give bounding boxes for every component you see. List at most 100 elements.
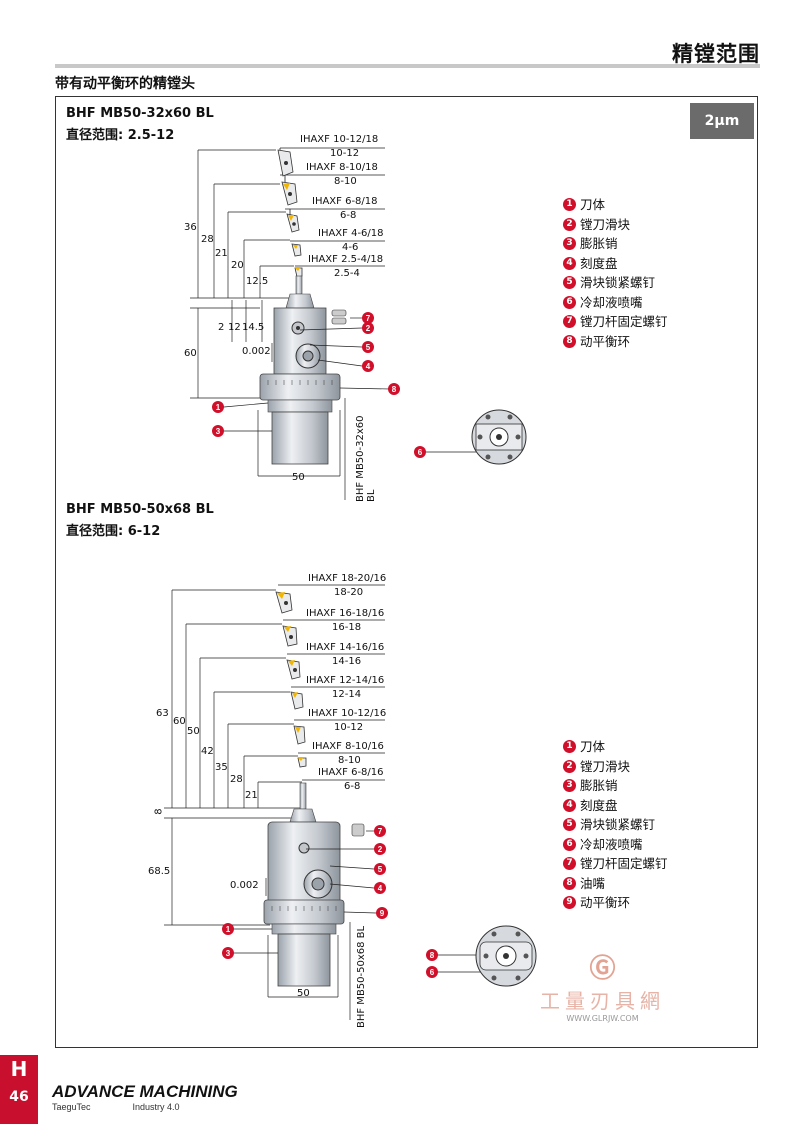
svg-text:5: 5 — [378, 865, 383, 874]
legend-number: 2 — [563, 217, 576, 231]
insert-code: IHAXF 2.5-4/18 — [308, 254, 384, 265]
dim-label: 60 — [184, 348, 197, 359]
tool2-vertical-label: BHF MB50-50x68 BL — [356, 925, 367, 1028]
watermark-url: WWW.GLRJW.COM — [566, 1014, 639, 1023]
legend-text: 滑块锁紧螺钉 — [580, 275, 656, 290]
svg-text:6: 6 — [418, 448, 423, 457]
dim-label: 50 — [292, 472, 305, 483]
section-title: 带有动平衡环的精镗头 — [55, 76, 195, 92]
legend-text: 油嘴 — [580, 875, 606, 891]
dim-label: 50 — [187, 726, 200, 737]
logo-left: TaeguTec — [52, 1102, 91, 1112]
svg-text:2: 2 — [378, 845, 383, 854]
dim-label: 21 — [245, 790, 258, 801]
dim-label: 0.002 — [230, 880, 259, 891]
precision-badge: 2μm — [690, 103, 754, 139]
dim-label: 36 — [184, 222, 197, 233]
dim-label: 14.5 — [242, 322, 265, 333]
insert-code: IHAXF 10-12/16 — [308, 708, 387, 719]
legend-text: 动平衡环 — [580, 333, 631, 349]
tool2-drawing: 72 54 91 38 6 — [164, 584, 537, 1020]
legend-item: 7 镗刀杆固定螺钉 — [563, 854, 668, 874]
legend-number: 8 — [563, 876, 576, 890]
dim-label: 12.5 — [246, 276, 269, 287]
legend-number: 1 — [563, 198, 576, 212]
legend-text: 镗刀滑块 — [580, 758, 631, 774]
insert-code: IHAXF 4-6/18 — [318, 228, 384, 239]
dim-label: 28 — [201, 234, 214, 245]
insert-range: 4-6 — [342, 242, 359, 253]
legend-text: 镗刀滑块 — [580, 216, 631, 232]
legend-number: 6 — [563, 295, 576, 309]
legend-item: 5 滑块锁紧螺钉 — [563, 273, 668, 293]
page-tab-letter: H — [10, 1057, 28, 1081]
dim-label: 63 — [156, 708, 169, 719]
legend-text: 镗刀杆固定螺钉 — [580, 856, 668, 871]
watermark-logo-icon: Ⓖ — [589, 954, 616, 984]
insert-range: 16-18 — [332, 622, 362, 633]
legend-item: 6 冷却液喷嘴 — [563, 293, 668, 313]
legend-text: 刀体 — [580, 197, 606, 212]
insert-range: 18-20 — [334, 587, 364, 598]
legend-text: 刀体 — [580, 739, 606, 754]
svg-text:1: 1 — [226, 925, 231, 934]
legend-number: 4 — [563, 798, 576, 812]
legend-text: 冷却液喷嘴 — [580, 294, 643, 310]
insert-range: 8-10 — [338, 755, 361, 766]
svg-text:6: 6 — [430, 968, 435, 977]
legend-number: 7 — [563, 857, 576, 871]
legend-number: 8 — [563, 334, 576, 348]
tool1-inserts — [277, 149, 303, 278]
dim-label: 12 — [228, 322, 241, 333]
insert-range: 10-12 — [334, 722, 364, 733]
svg-text:3: 3 — [216, 427, 221, 436]
svg-text:7: 7 — [378, 827, 383, 836]
insert-range: 12-14 — [332, 689, 362, 700]
legend-number: 5 — [563, 276, 576, 290]
svg-text:7: 7 — [366, 314, 371, 323]
legend-text: 滑块锁紧螺钉 — [580, 817, 656, 832]
legend-number: 6 — [563, 837, 576, 851]
legend-text: 镗刀杆固定螺钉 — [580, 314, 668, 329]
insert-range: 10-12 — [330, 148, 360, 159]
legend-number: 3 — [563, 237, 576, 251]
dim-label: 28 — [230, 774, 243, 785]
legend-number: 3 — [563, 779, 576, 793]
insert-code: IHAXF 16-18/16 — [306, 608, 385, 619]
dim-label: 35 — [215, 762, 228, 773]
svg-text:2: 2 — [366, 324, 371, 333]
legend-number: 2 — [563, 759, 576, 773]
legend-item: 1 刀体 — [563, 195, 668, 215]
tool2-model: BHF MB50-50x68 BL — [66, 502, 214, 517]
dim-label: 60 — [173, 716, 186, 727]
logo-name: ADVANCE MACHINING — [52, 1082, 238, 1101]
watermark-name: 工量刃具網 — [540, 989, 665, 1013]
tool2-range: 直径范围: 6-12 — [66, 524, 161, 539]
insert-range: 2.5-4 — [334, 268, 360, 279]
legend-text: 动平衡环 — [580, 895, 631, 910]
svg-text:9: 9 — [380, 909, 385, 918]
tool1-range: 直径范围: 2.5-12 — [66, 128, 175, 143]
insert-range: 6-8 — [344, 781, 361, 792]
svg-text:3: 3 — [226, 949, 231, 958]
insert-code: IHAXF 14-16/16 — [306, 642, 385, 653]
footer-logo: ADVANCE MACHINING TaeguTec Industry 4.0 — [52, 1082, 238, 1112]
insert-code: IHAXF 6-8/16 — [318, 767, 384, 778]
svg-text:8: 8 — [392, 385, 397, 394]
dim-label: 2 — [218, 322, 225, 333]
page-tab: H 46 — [0, 1055, 38, 1124]
insert-code: IHAXF 6-8/18 — [312, 196, 378, 207]
tool1-vertical-label: BHF MB50-32x60 BL — [355, 415, 377, 503]
dim-label: 20 — [231, 260, 244, 271]
tool1-model: BHF MB50-32x60 BL — [66, 106, 214, 121]
legend-item: 8 动平衡环 — [563, 332, 668, 352]
svg-text:4: 4 — [366, 362, 371, 371]
